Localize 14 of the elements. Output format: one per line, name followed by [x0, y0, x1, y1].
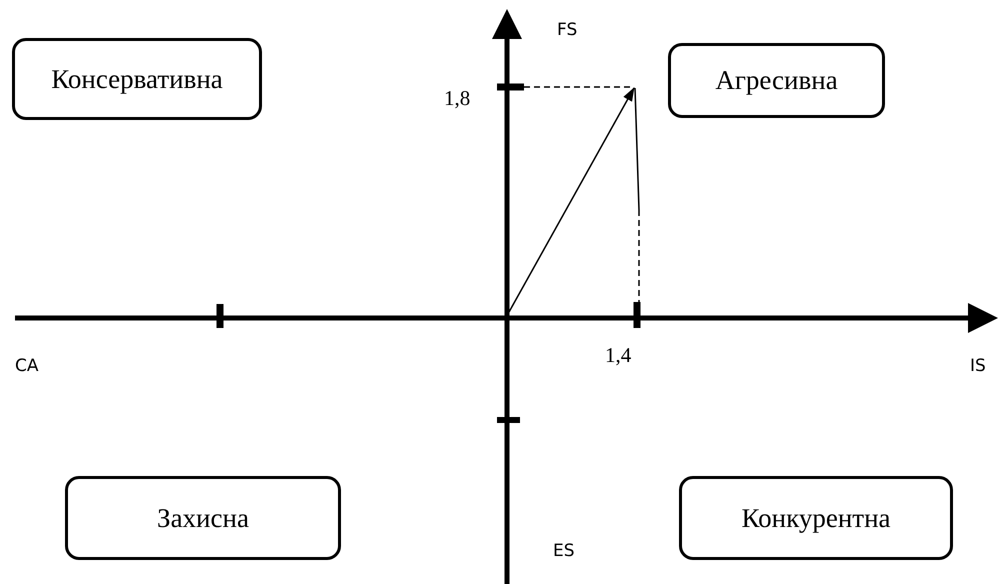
axis-label: ES [553, 543, 575, 560]
quadrant-label: Агресивна [715, 65, 838, 96]
quadrant-label: Захисна [157, 502, 249, 534]
axis-label: FS [557, 22, 578, 39]
quadrant-label: Консервативна [51, 64, 223, 94]
quadrant-label: Конкурентна [741, 502, 890, 534]
quadrant-box [65, 476, 341, 560]
quadrant-box [668, 43, 885, 118]
tick-value: 1,8 [444, 88, 470, 109]
tick-value: 1,4 [605, 345, 632, 366]
axis-label: CA [15, 358, 38, 375]
quadrant-box [12, 38, 262, 120]
axis-label: IS [970, 358, 986, 375]
quadrant-box [679, 476, 953, 560]
